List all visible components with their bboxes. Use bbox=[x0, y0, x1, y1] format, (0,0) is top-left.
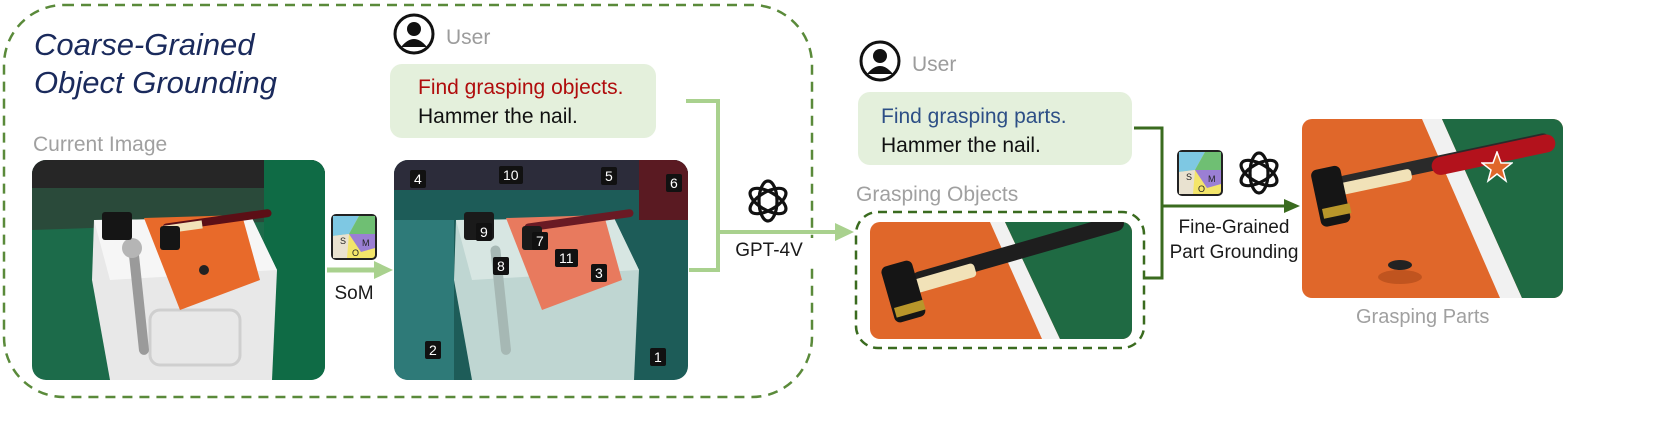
gpt-arrow bbox=[686, 99, 854, 272]
svg-text:O: O bbox=[1198, 184, 1205, 194]
user-label-1: User bbox=[446, 26, 491, 49]
fine-grained-arrow bbox=[1134, 126, 1300, 280]
som-mark: 3 bbox=[591, 264, 607, 282]
user-icon bbox=[393, 13, 435, 60]
som-icon: S M O bbox=[1177, 150, 1223, 201]
grasping-parts-label: Grasping Parts bbox=[1356, 306, 1490, 328]
svg-text:O: O bbox=[352, 248, 359, 258]
som-arrow bbox=[327, 261, 393, 279]
coarse-grained-frame bbox=[2, 3, 814, 399]
grasping-objects-label: Grasping Objects bbox=[856, 183, 1019, 206]
svg-text:M: M bbox=[1208, 174, 1216, 184]
task-text-2: Hammer the nail. bbox=[881, 134, 1041, 157]
som-mark: 5 bbox=[601, 167, 617, 185]
current-image-label: Current Image bbox=[33, 133, 168, 156]
som-mark: 1 bbox=[650, 348, 666, 366]
fine-grained-line-2: Part Grounding bbox=[1169, 242, 1299, 263]
openai-icon bbox=[743, 176, 793, 231]
som-mark: 9 bbox=[476, 223, 492, 241]
gpt-label: GPT-4V bbox=[724, 238, 814, 263]
star-icon bbox=[1479, 149, 1515, 188]
instruction-text-1: Find grasping objects. bbox=[418, 76, 624, 99]
user-label-2: User bbox=[912, 53, 957, 76]
som-label: SoM bbox=[334, 283, 374, 304]
grasping-objects-frame bbox=[854, 210, 1146, 350]
som-mark: 7 bbox=[532, 232, 548, 250]
fine-grained-line-1: Fine-Grained bbox=[1178, 217, 1290, 238]
som-icon: S M O bbox=[331, 214, 377, 265]
user-icon bbox=[859, 40, 901, 87]
som-mark: 6 bbox=[666, 174, 682, 192]
instruction-text-2: Find grasping parts. bbox=[881, 105, 1067, 128]
current-image bbox=[32, 160, 325, 380]
user-message-bubble-2: Find grasping parts. Hammer the nail. bbox=[858, 92, 1132, 165]
som-mark: 4 bbox=[410, 170, 426, 188]
grasping-objects-image bbox=[870, 222, 1132, 339]
som-mark: 8 bbox=[493, 257, 509, 275]
svg-text:S: S bbox=[1186, 172, 1192, 182]
panel-title: Coarse-Grained Object Grounding bbox=[34, 26, 277, 102]
som-mark: 2 bbox=[425, 341, 441, 359]
title-line-2: Object Grounding bbox=[34, 65, 277, 100]
title-line-1: Coarse-Grained bbox=[34, 27, 255, 62]
som-mark: 10 bbox=[499, 166, 523, 184]
som-mark: 11 bbox=[555, 249, 578, 267]
task-text-1: Hammer the nail. bbox=[418, 105, 578, 128]
openai-icon bbox=[1234, 148, 1284, 203]
fine-grained-label: Fine-Grained Part Grounding bbox=[1164, 215, 1304, 265]
som-marked-image: 1 2 3 4 5 6 7 8 9 10 11 bbox=[394, 160, 688, 380]
svg-text:M: M bbox=[362, 238, 370, 248]
user-message-bubble-1: Find grasping objects. Hammer the nail. bbox=[390, 64, 656, 138]
svg-text:S: S bbox=[340, 236, 346, 246]
grasping-parts-image bbox=[1302, 119, 1563, 298]
